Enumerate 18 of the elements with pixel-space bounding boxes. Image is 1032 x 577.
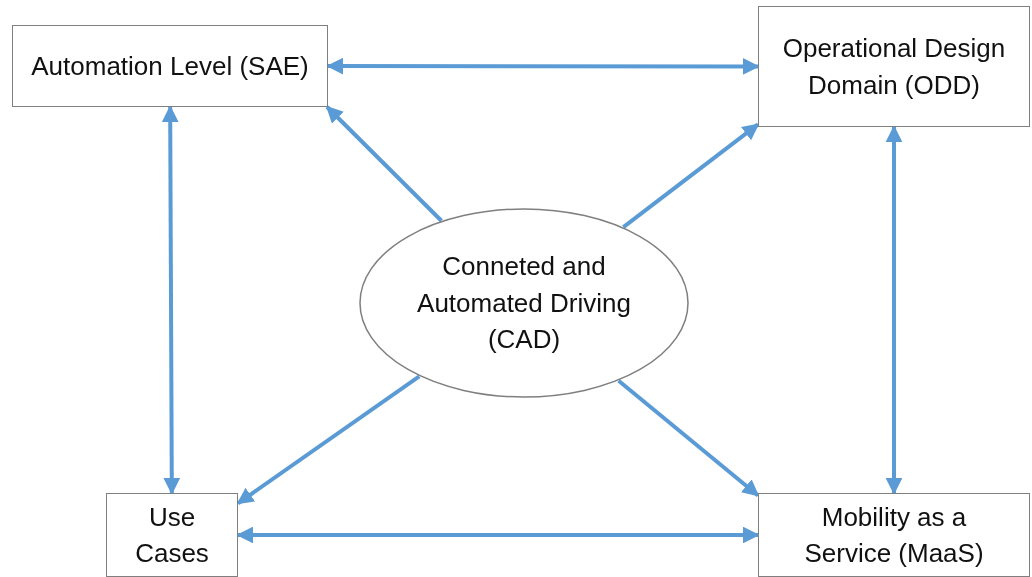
arrow [236,526,760,544]
arrow [325,105,443,223]
arrow [236,374,421,505]
arrow [885,125,903,495]
process-box [12,25,328,107]
node-label: Use Cases [134,500,210,570]
arrow [622,122,760,229]
process-box [758,493,1030,577]
arrow [161,105,181,495]
arrow [617,379,760,497]
process-box [106,493,238,577]
node-label: Mobility as a Service (MaaS) [803,500,985,570]
arrow [326,57,760,75]
ellipse-node [359,208,689,398]
node-label: Operational Design Domain (ODD) [781,32,1007,102]
node-label: Conneted and Automated Driving (CAD) [416,250,632,357]
process-box [758,6,1030,127]
node-label: Automation Level (SAE) [31,49,309,83]
